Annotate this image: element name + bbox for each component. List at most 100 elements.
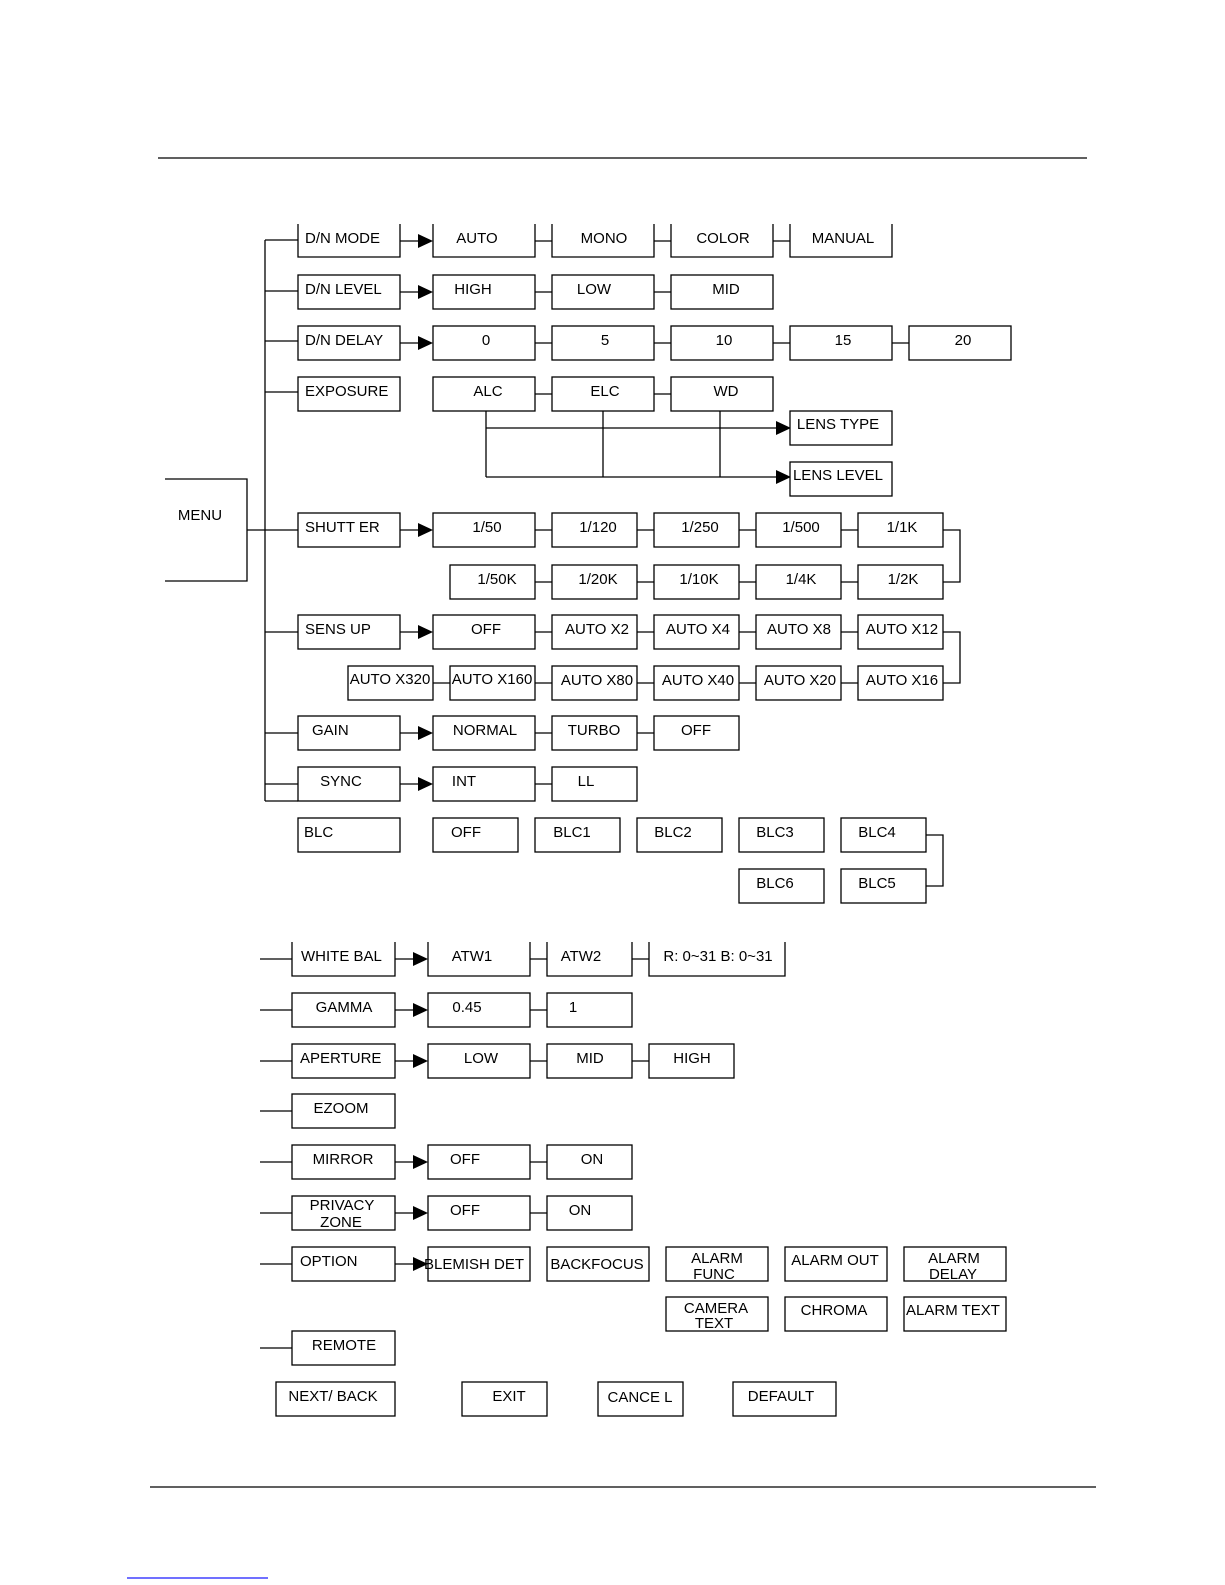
- option-shutter-1-10k: 1/10K: [679, 571, 718, 588]
- option-mirror-on: ON: [581, 1151, 604, 1168]
- row-dn-delay: D/N DELAY 0 5 10 15 20: [297, 325, 1012, 361]
- menu-item-shutter: SHUTT ER: [305, 519, 380, 536]
- option-shutter-1-1k: 1/1K: [887, 519, 918, 536]
- menu-item-mirror-box: [291, 1144, 396, 1180]
- option-box: [432, 274, 536, 310]
- option-box: [908, 325, 1012, 361]
- option-box: [665, 1296, 769, 1332]
- option-option-alarm-func-line-1: ALARM: [691, 1250, 743, 1267]
- arrow-head: [413, 1257, 428, 1271]
- option-sens-up-auto-x40: AUTO X40: [662, 672, 734, 689]
- option-dn-mode-mono: MONO: [581, 230, 628, 247]
- option-box: [432, 817, 519, 853]
- menu-item-gain-box: [297, 715, 401, 751]
- menu-item-white-bal: WHITE BAL: [301, 948, 382, 965]
- option-exposure-wd: WD: [714, 383, 739, 400]
- option-box: [840, 817, 927, 853]
- option-box: [432, 766, 536, 802]
- option-sens-up-auto-x160: AUTO X160: [452, 671, 533, 688]
- row-aperture: APERTURE LOW MID HIGH: [260, 1043, 735, 1079]
- option-box: [670, 325, 774, 361]
- option-shutter-1-4k: 1/4K: [786, 571, 817, 588]
- menu-item-sync: SYNC: [320, 773, 362, 790]
- option-dn-mode-color: COLOR: [696, 230, 750, 247]
- arrow-head: [418, 625, 433, 639]
- option-box: [653, 715, 740, 751]
- wrap-connector: [926, 834, 944, 887]
- option-option-camera-text-line-1: CAMERA: [684, 1300, 748, 1317]
- row-remote: REMOTE: [260, 1330, 396, 1366]
- wrap-connector: [943, 529, 961, 583]
- option-box: [551, 512, 638, 548]
- menu-item-option: OPTION: [300, 1253, 358, 1270]
- control-default: DEFAULT: [748, 1388, 814, 1405]
- option-box: [738, 868, 825, 904]
- option-dn-delay-15: 15: [835, 332, 852, 349]
- option-option-alarm-delay-line-1: ALARM: [928, 1250, 980, 1267]
- option-box: [857, 665, 944, 701]
- menu-item-gain: GAIN: [312, 722, 349, 739]
- option-box: [546, 1144, 633, 1180]
- row-dn-level: D/N LEVEL HIGH LOW MID: [297, 274, 774, 310]
- option-blc-blc2: BLC2: [654, 824, 692, 841]
- option-option-alarm-text: ALARM TEXT: [906, 1302, 1000, 1319]
- option-shutter-1-250: 1/250: [681, 519, 719, 536]
- option-aperture-high: HIGH: [673, 1050, 711, 1067]
- row-sens-up: SENS UP OFF AUTO X2 AUTO X4 AUTO X8 AUTO…: [297, 614, 961, 701]
- option-box: [546, 1195, 633, 1231]
- option-box: [789, 224, 893, 258]
- row-ezoom: EZOOM: [260, 1093, 396, 1129]
- option-sens-up-auto-x320: AUTO X320: [350, 671, 431, 688]
- option-box: [653, 614, 740, 650]
- option-dn-mode-auto: AUTO: [456, 230, 497, 247]
- menu-item-mirror: MIRROR: [313, 1151, 374, 1168]
- option-dn-delay-5: 5: [601, 332, 609, 349]
- option-box: [546, 1246, 650, 1282]
- row-gamma: GAMMA 0.45 1: [260, 992, 633, 1028]
- arrow-head: [418, 777, 433, 791]
- option-blc-blc6: BLC6: [756, 875, 794, 892]
- menu-item-dn-mode: D/N MODE: [305, 230, 380, 247]
- option-box: [432, 512, 536, 548]
- option-box: [653, 665, 740, 701]
- option-dn-delay-20: 20: [955, 332, 972, 349]
- option-blc-blc4: BLC4: [858, 824, 896, 841]
- menu-item-gamma: GAMMA: [316, 999, 373, 1016]
- arrow-head: [418, 726, 433, 740]
- option-blc-blc5: BLC5: [858, 875, 896, 892]
- option-box: [427, 1246, 531, 1282]
- option-sens-up-auto-x4: AUTO X4: [666, 621, 730, 638]
- option-option-blemish-det: BLEMISH DET: [424, 1256, 524, 1273]
- menu-item-sens-up-box: [297, 614, 401, 650]
- option-mirror-off: OFF: [450, 1151, 480, 1168]
- option-gamma-0-45: 0.45: [452, 999, 481, 1016]
- option-exposure-lens-type: LENS TYPE: [797, 416, 879, 433]
- row-option: OPTION BLEMISH DET BACKFOCUS ALARM FUNC …: [260, 1246, 1007, 1332]
- option-box: [427, 1195, 531, 1231]
- option-sync-ll: LL: [578, 773, 595, 790]
- option-sens-up-auto-x20: AUTO X20: [764, 672, 836, 689]
- option-box: [551, 614, 638, 650]
- option-dn-level-low: LOW: [577, 281, 612, 298]
- option-aperture-mid: MID: [576, 1050, 604, 1067]
- option-sens-up-auto-x12: AUTO X12: [866, 621, 938, 638]
- option-exposure-elc: ELC: [590, 383, 619, 400]
- option-blc-blc1: BLC1: [553, 824, 591, 841]
- option-option-alarm-out: ALARM OUT: [791, 1252, 879, 1269]
- option-box: [755, 665, 842, 701]
- option-sync-int: INT: [452, 773, 476, 790]
- menu-item-privacy-zone-line-1: PRIVACY: [310, 1197, 375, 1214]
- option-box: [857, 564, 944, 600]
- control-cancel: CANCE L: [607, 1389, 672, 1406]
- option-dn-mode-manual: MANUAL: [812, 230, 875, 247]
- option-shutter-1-500: 1/500: [782, 519, 820, 536]
- menu-item-blc-box: [297, 817, 401, 853]
- option-box: [427, 1043, 531, 1079]
- option-privacy-zone-off: OFF: [450, 1202, 480, 1219]
- control-exit: EXIT: [492, 1388, 525, 1405]
- menu-item-ezoom: EZOOM: [314, 1100, 369, 1117]
- row-exposure: EXPOSURE ALC ELC WD LENS TYPE LENS LEVEL: [297, 376, 893, 497]
- arrow-head: [413, 952, 428, 966]
- option-shutter-1-50: 1/50: [472, 519, 501, 536]
- option-white-bal-rb-range: R: 0~31 B: 0~31: [663, 948, 772, 965]
